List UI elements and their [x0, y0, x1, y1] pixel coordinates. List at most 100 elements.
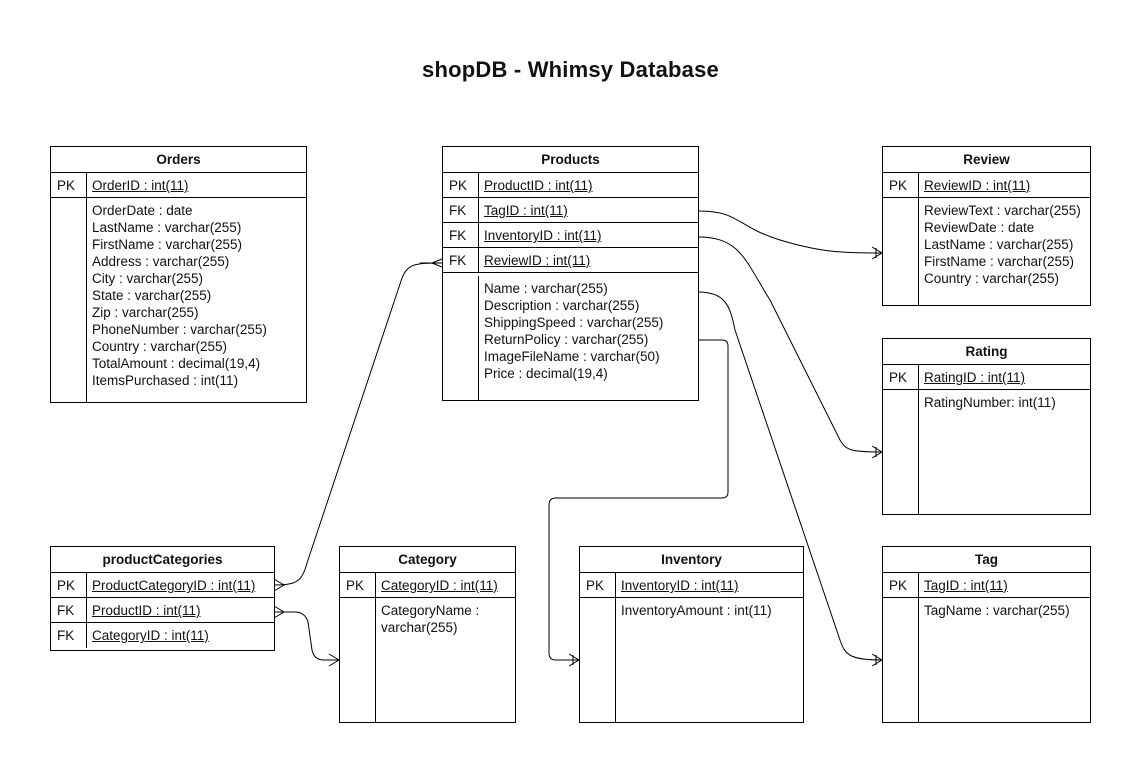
- key-field: ProductID : int(11): [92, 603, 201, 618]
- key-row: PK ReviewID : int(11): [883, 173, 1090, 198]
- key-row: PK TagID : int(11): [883, 573, 1090, 598]
- crowfoot-review: [871, 246, 883, 260]
- table-header: Orders: [51, 147, 306, 173]
- key-row: FK ReviewID : int(11): [443, 248, 698, 273]
- field: LastName : varchar(255): [924, 237, 1074, 252]
- crowfoot-productcategories-pk: [273, 578, 285, 592]
- key-row: FK InventoryID : int(11): [443, 223, 698, 248]
- category-table: Category PK CategoryID : int(11) Categor…: [339, 546, 516, 723]
- crowfoot-category: [328, 653, 340, 667]
- productcategories-table: productCategories PK ProductCategoryID :…: [50, 546, 275, 651]
- key-row: PK ProductID : int(11): [443, 173, 698, 198]
- inventory-table: Inventory PK InventoryID : int(11) Inven…: [579, 546, 804, 723]
- field: ItemsPurchased : int(11): [92, 373, 239, 388]
- orders-table: Orders PK OrderID : int(11) OrderDate : …: [50, 146, 307, 403]
- diagram-title: shopDB - Whimsy Database: [422, 57, 719, 82]
- field: TotalAmount : decimal(19,4): [92, 356, 261, 371]
- fields-section: OrderDate : date LastName : varchar(255)…: [51, 198, 306, 402]
- key-type: PK: [51, 173, 87, 197]
- key-row: FK ProductID : int(11): [51, 598, 274, 623]
- connector-productcategories-category: [274, 611, 339, 661]
- crowfoot-productcategories-fk: [273, 605, 285, 619]
- key-row: PK ProductCategoryID : int(11): [51, 573, 274, 598]
- field: ReturnPolicy : varchar(255): [484, 332, 649, 347]
- key-row: PK InventoryID : int(11): [580, 573, 803, 598]
- key-row: PK OrderID : int(11): [51, 173, 306, 198]
- field: TagName : varchar(255): [924, 603, 1070, 618]
- crowfoot-rating: [871, 445, 883, 459]
- key-field: CategoryID : int(11): [92, 628, 209, 643]
- field: Zip : varchar(255): [92, 305, 199, 320]
- table-header: Tag: [883, 547, 1090, 573]
- key-type: FK: [443, 198, 479, 222]
- table-header: Inventory: [580, 547, 803, 573]
- field: ReviewText : varchar(255): [924, 203, 1081, 218]
- key-field: RatingID : int(11): [924, 370, 1026, 385]
- key-field: ProductCategoryID : int(11): [92, 578, 256, 593]
- key-type: PK: [883, 173, 919, 197]
- field: LastName : varchar(255): [92, 220, 242, 235]
- field: Name : varchar(255): [484, 281, 608, 296]
- key-field: ProductID : int(11): [484, 178, 593, 193]
- table-header: Products: [443, 147, 698, 173]
- key-row: PK RatingID : int(11): [883, 365, 1090, 390]
- fields-section: ReviewText : varchar(255) ReviewDate : d…: [883, 198, 1090, 305]
- key-type: PK: [340, 573, 376, 597]
- fields-section: Name : varchar(255) Description : varcha…: [443, 276, 698, 400]
- field: PhoneNumber : varchar(255): [92, 322, 267, 337]
- fields-section: CategoryName : varchar(255): [340, 598, 515, 722]
- field: FirstName : varchar(255): [92, 237, 243, 252]
- key-field: OrderID : int(11): [92, 178, 189, 193]
- crowfoot-inventory: [568, 653, 580, 667]
- key-type: PK: [580, 573, 616, 597]
- crowfoot-tag: [871, 653, 883, 667]
- field: OrderDate : date: [92, 203, 193, 218]
- products-table: Products PK ProductID : int(11) FK TagID…: [442, 146, 699, 401]
- tag-table: Tag PK TagID : int(11) TagName : varchar…: [882, 546, 1091, 723]
- key-field: ReviewID : int(11): [924, 178, 1031, 193]
- table-header: productCategories: [51, 547, 274, 573]
- key-field: TagID : int(11): [484, 203, 568, 218]
- key-field: InventoryID : int(11): [621, 578, 739, 593]
- connector-products-review: [697, 210, 883, 254]
- crowfoot-products-reviewid: [420, 258, 443, 268]
- field: InventoryAmount : int(11): [621, 603, 772, 618]
- field: ShippingSpeed : varchar(255): [484, 315, 664, 330]
- table-header: Review: [883, 147, 1090, 173]
- field: CategoryName :: [381, 603, 480, 618]
- field: City : varchar(255): [92, 271, 204, 286]
- key-row: FK TagID : int(11): [443, 198, 698, 223]
- field: Country : varchar(255): [92, 339, 228, 354]
- key-type: FK: [443, 223, 479, 247]
- fields-section: TagName : varchar(255): [883, 598, 1090, 722]
- field: Description : varchar(255): [484, 298, 640, 313]
- key-type: PK: [883, 365, 919, 389]
- key-field: ReviewID : int(11): [484, 253, 591, 268]
- rating-table: Rating PK RatingID : int(11) RatingNumbe…: [882, 338, 1091, 515]
- field: ImageFileName : varchar(50): [484, 349, 660, 364]
- field: Country : varchar(255): [924, 271, 1060, 286]
- key-field: TagID : int(11): [924, 578, 1008, 593]
- field: Price : decimal(19,4): [484, 366, 608, 381]
- field: RatingNumber: int(11): [924, 395, 1056, 410]
- table-header: Rating: [883, 339, 1090, 365]
- field: FirstName : varchar(255): [924, 254, 1075, 269]
- connector-products-rating: [697, 236, 883, 453]
- key-type: PK: [51, 573, 87, 597]
- key-type: FK: [443, 248, 479, 272]
- key-row: FK CategoryID : int(11): [51, 623, 274, 648]
- key-type: FK: [51, 598, 87, 622]
- key-field: CategoryID : int(11): [381, 578, 498, 593]
- field: varchar(255): [381, 620, 458, 635]
- key-field: InventoryID : int(11): [484, 228, 602, 243]
- field: ReviewDate : date: [924, 220, 1035, 235]
- table-header: Category: [340, 547, 515, 573]
- key-type: FK: [51, 623, 87, 648]
- fields-section: RatingNumber: int(11): [883, 390, 1090, 514]
- review-table: Review PK ReviewID : int(11) ReviewText …: [882, 146, 1091, 306]
- field: State : varchar(255): [92, 288, 212, 303]
- fields-section: InventoryAmount : int(11): [580, 598, 803, 722]
- key-row: PK CategoryID : int(11): [340, 573, 515, 598]
- field: Address : varchar(255): [92, 254, 230, 269]
- key-type: PK: [883, 573, 919, 597]
